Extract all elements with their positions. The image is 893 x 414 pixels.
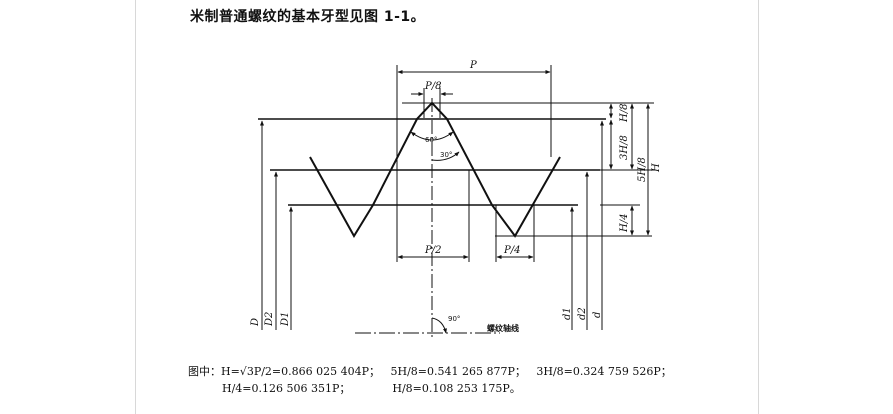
half-pitch-label: P/2 bbox=[424, 245, 441, 256]
angle-30-arc bbox=[431, 151, 460, 161]
left-margin-rule bbox=[135, 0, 136, 414]
d2-internal-label: D2 bbox=[264, 312, 275, 327]
d-external-label: d bbox=[592, 312, 603, 318]
quarter-pitch-label: P/4 bbox=[503, 245, 520, 256]
h5-8-label: 5H/8 bbox=[637, 157, 648, 182]
angle-30-label: 30° bbox=[440, 151, 452, 159]
d-major-internal-label: D bbox=[250, 318, 261, 327]
d2-external-label: d2 bbox=[577, 307, 588, 320]
h3-8-label: 3H/8 bbox=[619, 135, 630, 160]
h8-label: H/8 bbox=[619, 104, 630, 123]
p8-label: P/8 bbox=[424, 81, 441, 92]
formula-line-2: H/4=0.126 506 351P； H/8=0.108 253 175P。 bbox=[222, 382, 521, 395]
pitch-label: P bbox=[469, 60, 477, 71]
intro-text: 米制普通螺纹的基本牙型见图 1-1。 bbox=[190, 9, 426, 25]
h-label: H bbox=[651, 163, 662, 173]
h4-label: H/4 bbox=[619, 214, 630, 233]
internal-diameter-dims bbox=[260, 120, 293, 330]
thread-axis-label: 螺纹轴线 bbox=[487, 323, 519, 333]
angle-60-arc bbox=[410, 131, 454, 141]
right-margin-rule bbox=[758, 0, 759, 414]
d1-internal-label: D1 bbox=[280, 312, 291, 327]
formula-line-1: 图中：H=√3P/2=0.866 025 404P； 5H/8=0.541 26… bbox=[188, 365, 672, 378]
angle-60-label: 60° bbox=[425, 136, 437, 144]
d1-external-label: d1 bbox=[562, 307, 573, 320]
angle-90-label: 90° bbox=[448, 315, 460, 323]
angle-90-arc bbox=[431, 317, 447, 334]
external-diameter-dims bbox=[570, 120, 604, 330]
